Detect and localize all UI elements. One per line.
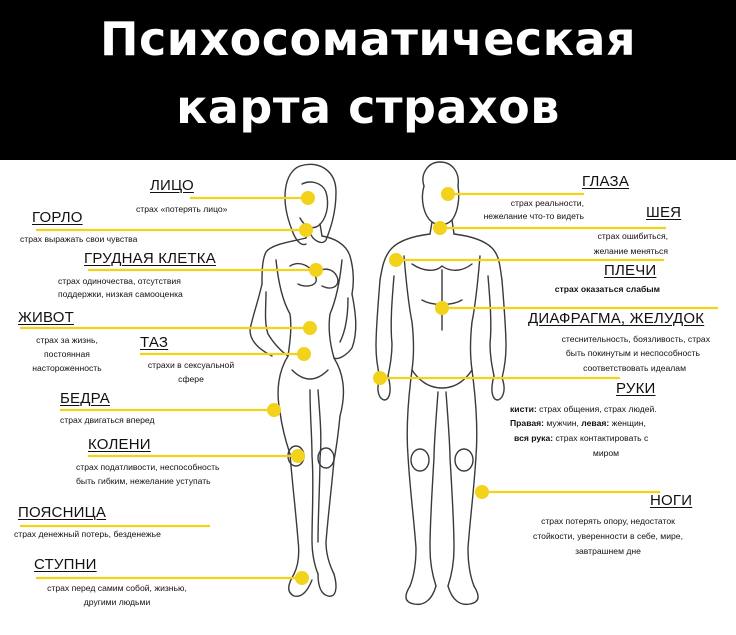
desc-knees-2: быть гибким, нежелание уступать	[76, 476, 211, 486]
female-figure-icon	[249, 163, 357, 597]
desc-pelvis-1: страхи в сексуальной	[147, 360, 235, 370]
desc-belly-2: постоянная	[44, 349, 90, 359]
page-title-line-2: карта страхов	[176, 80, 560, 134]
marker-feet	[295, 571, 309, 585]
marker-eyes	[441, 187, 455, 201]
desc-stomach-3: соответствовать идеалам	[583, 363, 686, 373]
marker-face	[301, 191, 315, 205]
label-stomach: ДИАФРАГМА, ЖЕЛУДОК	[528, 310, 705, 327]
desc-face: страх «потерять лицо»	[136, 204, 228, 214]
desc-feet-1: страх перед самим собой, жизнью,	[47, 583, 187, 593]
marker-pelvis	[297, 347, 311, 361]
label-arms: РУКИ	[616, 380, 656, 397]
marker-legs	[475, 485, 489, 499]
label-face: ЛИЦО	[150, 177, 194, 194]
label-hips: БЕДРА	[60, 390, 111, 407]
label-legs: НОГИ	[650, 492, 693, 509]
desc-eyes-1: страх реальности,	[510, 198, 584, 208]
header-banner: Психосоматическая карта страхов	[0, 0, 736, 160]
desc-lowerback: страх денежный потерь, безденежье	[14, 529, 161, 539]
arms-right-label: Правая:	[510, 418, 545, 428]
desc-legs-2: стойкости, уверенности в себе, мире,	[533, 531, 683, 541]
desc-neck-2: желание меняться	[593, 246, 668, 256]
desc-stomach-1: стеснительность, боязливость, страх	[561, 334, 710, 344]
arms-left-text: женщин,	[611, 418, 646, 428]
label-pelvis: ТАЗ	[140, 334, 169, 351]
marker-stomach	[435, 301, 449, 315]
page-title-line-1: Психосоматическая	[99, 12, 637, 66]
desc-shoulders: страх оказаться слабым	[554, 284, 660, 294]
marker-shoulders	[389, 253, 403, 267]
desc-arms-whole: вся рука: страх контактировать с	[514, 432, 648, 444]
label-lowerback: ПОЯСНИЦА	[18, 504, 107, 521]
leader-lines	[20, 192, 718, 580]
label-knees: КОЛЕНИ	[88, 436, 151, 453]
desc-belly-1: страх за жизнь,	[36, 335, 98, 345]
desc-hips: страх двигаться вперед	[60, 415, 155, 425]
desc-eyes-2: нежелание что-то видеть	[483, 211, 584, 221]
desc-pelvis-2: сфере	[178, 374, 204, 384]
desc-throat: страх выражать свои чувства	[20, 234, 138, 244]
marker-throat	[299, 223, 313, 237]
label-chest: ГРУДНАЯ КЛЕТКА	[84, 250, 216, 267]
desc-arms-sides: Правая: мужчин, левая: женщин,	[510, 417, 646, 429]
body-diagram	[20, 161, 718, 606]
desc-arms-wrists: кисти: страх общения, страх людей.	[510, 403, 657, 415]
desc-belly-3: настороженность	[32, 363, 102, 373]
arms-left-label: левая:	[581, 418, 610, 428]
desc-stomach-2: быть покинутым и неспособность	[565, 348, 700, 358]
desc-knees-1: страх податливости, неспособность	[76, 462, 220, 472]
male-figure-icon	[375, 161, 507, 606]
arms-wrists-label: кисти:	[510, 404, 537, 414]
desc-chest-2: поддержки, низкая самооценка	[58, 289, 183, 299]
markers	[267, 187, 489, 585]
desc-arms-whole-2: миром	[592, 448, 620, 458]
label-feet: СТУПНИ	[34, 556, 97, 573]
arms-whole-text: страх контактировать с	[555, 433, 649, 443]
desc-legs-3: завтрашнем дне	[575, 546, 641, 556]
label-neck: ШЕЯ	[646, 204, 682, 221]
marker-knees	[291, 449, 305, 463]
arms-whole-label: вся рука:	[514, 433, 554, 443]
marker-chest	[309, 263, 323, 277]
marker-hips	[267, 403, 281, 417]
desc-feet-2: другими людьми	[83, 597, 151, 607]
marker-neck	[433, 221, 447, 235]
arms-wrists-text: страх общения, страх людей.	[539, 404, 657, 414]
marker-arms	[373, 371, 387, 385]
label-eyes: ГЛАЗА	[582, 173, 630, 190]
label-throat: ГОРЛО	[32, 209, 83, 226]
arms-right-text: мужчин,	[546, 418, 579, 428]
desc-legs-1: страх потерять опору, недостаток	[541, 516, 675, 526]
label-belly: ЖИВОТ	[18, 309, 74, 326]
marker-belly	[303, 321, 317, 335]
label-shoulders: ПЛЕЧИ	[604, 262, 657, 279]
desc-chest-1: страх одиночества, отсутствия	[58, 276, 181, 286]
desc-neck-1: страх ошибиться,	[597, 231, 668, 241]
